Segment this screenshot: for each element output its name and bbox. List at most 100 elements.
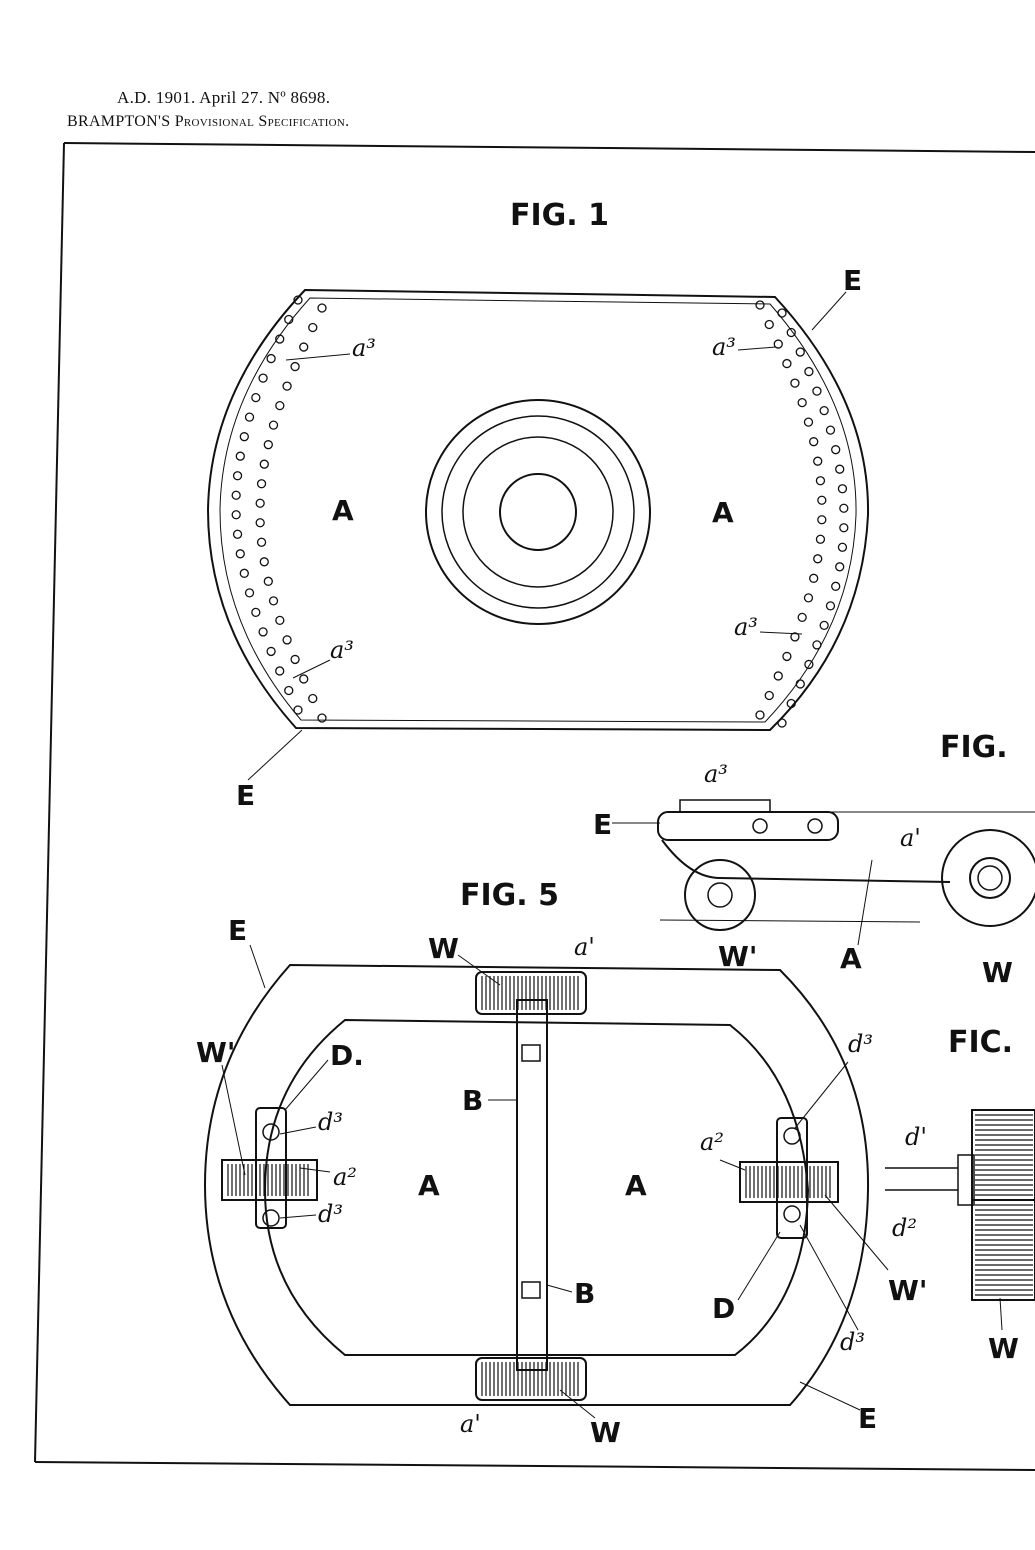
perforation-hole <box>231 490 241 500</box>
perforation-hole <box>777 308 787 318</box>
perforation-hole <box>244 588 255 598</box>
wheel-tread <box>975 1114 1033 1296</box>
fig5-label: E <box>228 914 247 947</box>
perforation-hole <box>255 518 265 528</box>
perforation-hole <box>268 596 279 606</box>
wheel-tread <box>481 976 579 1010</box>
wheel-tread <box>227 1164 309 1196</box>
figure-5-title: FIG. 5 <box>460 878 559 913</box>
perforation-hole <box>308 693 318 704</box>
perforation-hole <box>263 440 273 450</box>
fig5-label: A <box>625 1169 647 1202</box>
perforation-hole <box>293 295 303 305</box>
figure-1: FIG. 1 a³ a³ a³ a³ A A E E <box>206 198 870 812</box>
figure-side-title: FIG. <box>940 730 1008 765</box>
perforation-hole <box>831 445 841 455</box>
wheel-tread <box>745 1166 831 1198</box>
fig1-center-boss <box>425 399 651 625</box>
fig5-label: d³ <box>318 1108 343 1136</box>
perforation-hole <box>786 327 796 338</box>
perforation-hole <box>817 495 827 505</box>
perforation-hole <box>815 476 826 486</box>
perforation-hole <box>797 397 807 408</box>
perforation-hole <box>817 515 827 525</box>
perforation-hole <box>764 690 774 701</box>
fig1-label: E <box>843 264 862 297</box>
figure-detail-title: FIC. <box>948 1025 1013 1060</box>
fig5-label: W <box>428 932 459 965</box>
fig5-label: a' <box>574 933 595 961</box>
wheel-tread <box>481 1362 579 1396</box>
perforation-hole <box>782 651 792 662</box>
perforation-hole <box>786 698 796 709</box>
perforation-hole <box>835 562 845 572</box>
perforation-hole <box>790 378 800 388</box>
perforation-hole <box>232 471 243 481</box>
perforation-hole <box>773 339 783 349</box>
fig5-label: a' <box>460 1410 481 1438</box>
perforation-hole <box>839 503 849 513</box>
perforation-hole <box>251 392 261 403</box>
perforation-hole <box>755 710 765 720</box>
perforation-hole <box>831 581 841 591</box>
perforation-hole <box>256 537 267 547</box>
perforation-hole <box>258 627 268 637</box>
fig5-label: D. <box>330 1039 364 1072</box>
perforation-hole <box>815 534 826 544</box>
perforation-hole <box>308 322 318 333</box>
perforation-hole <box>790 632 800 642</box>
perforation-hole <box>299 342 309 352</box>
fig1-plate-outline <box>206 288 870 732</box>
perforation-hole <box>284 685 294 696</box>
figure-1-title: FIG. 1 <box>510 198 609 233</box>
side-label: a' <box>900 824 921 852</box>
perforation-hole <box>812 640 822 650</box>
fig5-label: E <box>858 1402 877 1435</box>
side-label: a³ <box>704 760 728 788</box>
perforation-hole <box>256 479 267 489</box>
figure-side-view: FIG. a³ E a' W' A W <box>593 730 1035 989</box>
perforation-hole <box>317 303 327 313</box>
perforation-hole <box>231 510 241 520</box>
perforation-hole <box>835 464 845 474</box>
fig5-label: d³ <box>318 1200 343 1228</box>
perforation-hole <box>275 400 285 411</box>
perforation-hole <box>284 314 294 325</box>
perforation-hole <box>259 459 269 469</box>
perforation-hole <box>275 615 285 626</box>
perforation-hole <box>804 366 814 377</box>
perforation-hole <box>239 432 249 442</box>
side-label: W <box>982 956 1013 989</box>
fig1-label: a³ <box>330 636 354 664</box>
perforation-hole <box>293 705 303 715</box>
fig5-label: W' <box>196 1036 235 1069</box>
perforation-hole <box>282 635 292 645</box>
fig5-label: A <box>418 1169 440 1202</box>
perforation-hole <box>795 347 805 357</box>
perforation-hole <box>809 437 819 447</box>
perforation-hole <box>266 646 276 657</box>
perforation-hole <box>777 718 787 728</box>
perforation-hole <box>837 484 848 494</box>
perforation-hole <box>299 674 309 684</box>
fig5-label: D <box>712 1292 735 1325</box>
figure-5: FIG. 5 E W a' W' D. d³ B <box>196 878 927 1449</box>
perforation-hole <box>290 361 300 372</box>
side-label: W' <box>718 940 757 973</box>
perforation-hole <box>813 456 823 466</box>
perforation-hole <box>275 666 285 676</box>
perforation-hole <box>782 358 792 369</box>
perforation-hole <box>232 529 243 539</box>
fig1-label: a³ <box>712 333 736 361</box>
fig1-label: a³ <box>734 613 758 641</box>
fig5-label: W <box>590 1416 621 1449</box>
perforation-hole <box>259 557 269 567</box>
perforation-hole <box>773 671 783 681</box>
perforation-hole <box>764 319 774 330</box>
detail-label: d² <box>892 1214 917 1242</box>
patent-reference: A.D. 1901. April 27. Nº 8698. <box>117 88 331 107</box>
perforation-hole <box>825 425 836 435</box>
fig5-label: W' <box>888 1274 927 1307</box>
perforation-hole <box>803 417 814 427</box>
